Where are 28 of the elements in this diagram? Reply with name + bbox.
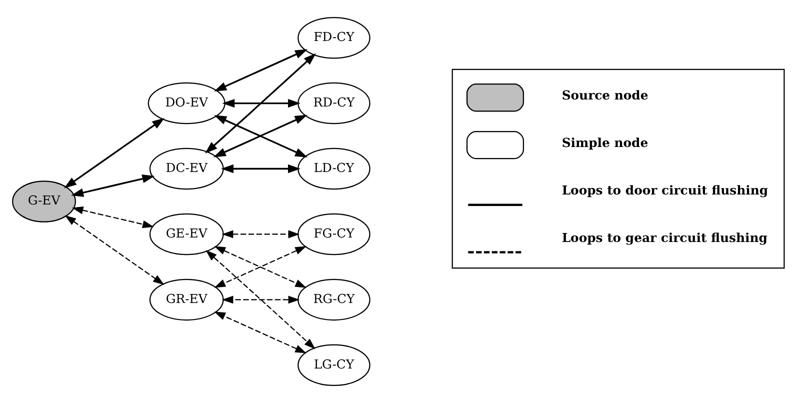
node-ellipse: DO-EV — [148, 82, 226, 124]
arrow — [64, 118, 165, 188]
arrow — [205, 53, 316, 154]
node-ellipse: DC-EV — [149, 148, 224, 190]
arrow — [214, 312, 306, 354]
arrow — [222, 230, 300, 238]
legend-label: Simple node — [562, 135, 648, 150]
arrow — [72, 206, 154, 228]
node-ellipse: G-EV — [12, 180, 76, 222]
arrow — [214, 49, 308, 92]
legend-label: Loops to gear circuit flushing — [562, 230, 768, 245]
legend-label: Source node — [562, 88, 648, 103]
node-ellipse: RD-CY — [298, 82, 370, 124]
arrow — [64, 215, 164, 285]
arrow — [206, 250, 316, 350]
arrow — [214, 246, 306, 288]
legend-label: Loops to door circuit flushing — [562, 182, 768, 198]
node-ellipse: GE-EV — [149, 213, 224, 256]
arrow — [71, 174, 155, 197]
node-ellipse: GR-EV — [149, 278, 224, 321]
node-ellipse: FG-CY — [298, 213, 370, 256]
node-ellipse: FD-CY — [298, 16, 370, 59]
arrow — [222, 296, 300, 304]
node-ellipse: LD-CY — [298, 148, 370, 190]
arrow — [222, 98, 300, 108]
arrow — [221, 164, 300, 174]
node-ellipse: RG-CY — [298, 278, 370, 321]
node-ellipse: LG-CY — [298, 344, 370, 386]
